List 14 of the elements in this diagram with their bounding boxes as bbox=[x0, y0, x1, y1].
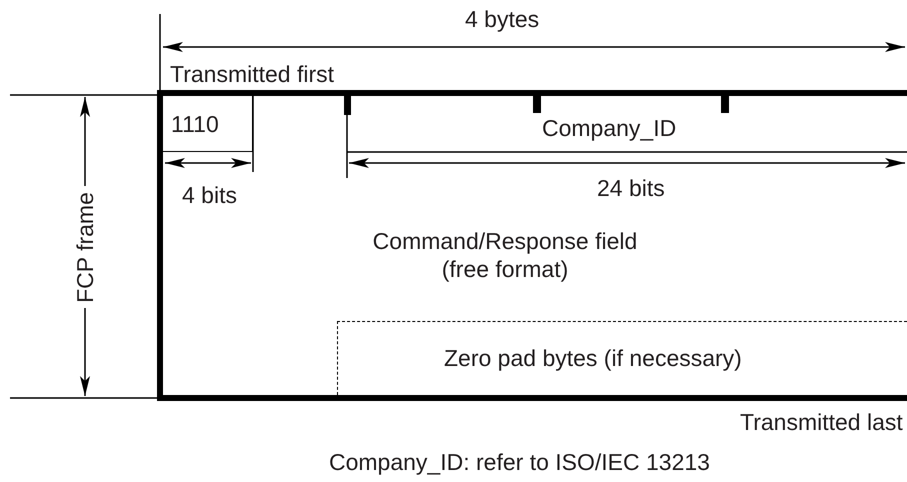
bit-field bbox=[163, 96, 253, 152]
dimension-label: 24 bits bbox=[597, 177, 665, 200]
dimension-label: FCP frame bbox=[73, 192, 96, 302]
field-label: Command/Response field (free format) bbox=[372, 227, 638, 283]
note-text: Transmitted first bbox=[170, 63, 334, 86]
padding-region bbox=[337, 321, 907, 395]
footnote: Company_ID: refer to ISO/IEC 13213 bbox=[329, 451, 710, 474]
note-text: Transmitted last bbox=[740, 411, 903, 434]
frame-box bbox=[157, 90, 907, 401]
field-label: 1110 bbox=[171, 113, 219, 136]
field-label: Company_ID bbox=[542, 117, 676, 140]
dimension-label: 4 bits bbox=[182, 184, 237, 207]
dimension-label: 4 bytes bbox=[465, 8, 540, 31]
field-label: Zero pad bytes (if necessary) bbox=[444, 347, 742, 370]
